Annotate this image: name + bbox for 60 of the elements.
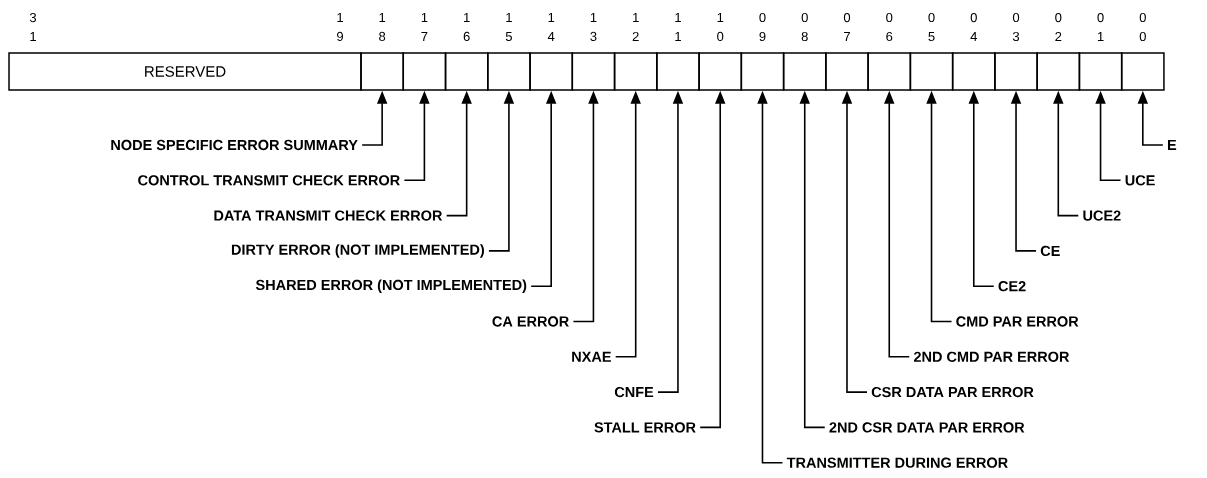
register-field: RESERVED [8, 52, 362, 91]
bit-cell [613, 52, 658, 91]
bit-cell [825, 52, 869, 91]
bit-number: 1 1 [675, 13, 681, 41]
field-label: CMD PAR ERROR [956, 316, 1079, 327]
bit-number: 3 1 [29, 12, 37, 42]
bit-number: 0 9 [759, 12, 766, 42]
bit-number: 0 4 [970, 12, 977, 42]
bit-cell [867, 52, 912, 91]
field-label: DATA TRANSMIT CHECK ERROR [214, 210, 443, 221]
bit-number: 1 5 [505, 12, 512, 42]
bit-cell [656, 52, 700, 91]
field-label: CSR DATA PAR ERROR [871, 386, 1034, 398]
field-label: 2ND CMD PAR ERROR [913, 351, 1070, 362]
bit-number: 0 7 [843, 12, 851, 42]
bit-cell [698, 52, 743, 91]
field-label: CA ERROR [492, 316, 569, 327]
bit-cell [402, 52, 447, 91]
bit-number: 1 4 [547, 13, 555, 41]
field-label: UCE2 [1083, 210, 1121, 221]
field-label: STALL ERROR [594, 422, 696, 433]
field-label: DIRTY ERROR (NOT IMPLEMENTED) [231, 244, 484, 258]
bit-cell [444, 52, 489, 91]
field-label: CNFE [614, 386, 654, 398]
bit-number: 1 7 [421, 13, 428, 41]
field-label: CONTROL TRANSMIT CHECK ERROR [138, 175, 400, 186]
bit-number: 1 2 [632, 13, 639, 41]
bit-cell [782, 52, 827, 91]
bit-cell [1120, 52, 1165, 91]
bit-number: 1 9 [337, 12, 343, 42]
bit-cell [994, 52, 1038, 91]
bit-cell [571, 52, 616, 91]
bit-cell [487, 52, 531, 91]
bit-number: 0 8 [801, 12, 808, 42]
bit-cell [529, 52, 574, 91]
field-label: TRANSMITTER DURING ERROR [786, 457, 1008, 468]
bit-cell [1036, 52, 1081, 91]
field-label: CE2 [998, 281, 1026, 292]
bit-cell [740, 52, 785, 91]
bit-cell [951, 52, 996, 91]
bit-number: 0 6 [886, 12, 893, 42]
field-label: 2ND CSR DATA PAR ERROR [829, 422, 1025, 433]
bit-number: 1 6 [463, 12, 470, 42]
field-label: E [1168, 140, 1177, 150]
bit-number: 0 1 [1097, 12, 1104, 42]
field-label: CE [1040, 245, 1060, 257]
bit-number: 1 0 [717, 12, 724, 42]
bit-number: 0 2 [1055, 12, 1062, 42]
field-label: NXAE [572, 351, 611, 362]
field-label: NODE SPECIFIC ERROR SUMMARY [111, 139, 358, 151]
bit-number: 0 0 [1139, 12, 1146, 42]
field-label: UCE [1125, 175, 1155, 186]
bit-cell [909, 52, 954, 91]
bit-number: 0 5 [928, 12, 935, 42]
bit-cell [1078, 52, 1123, 91]
field-label: SHARED ERROR (NOT IMPLEMENTED) [255, 279, 527, 293]
bit-number: 1 3 [590, 12, 597, 42]
bit-number: 1 8 [379, 12, 386, 42]
bit-cell [360, 52, 404, 91]
bit-number: 0 3 [1012, 12, 1020, 42]
